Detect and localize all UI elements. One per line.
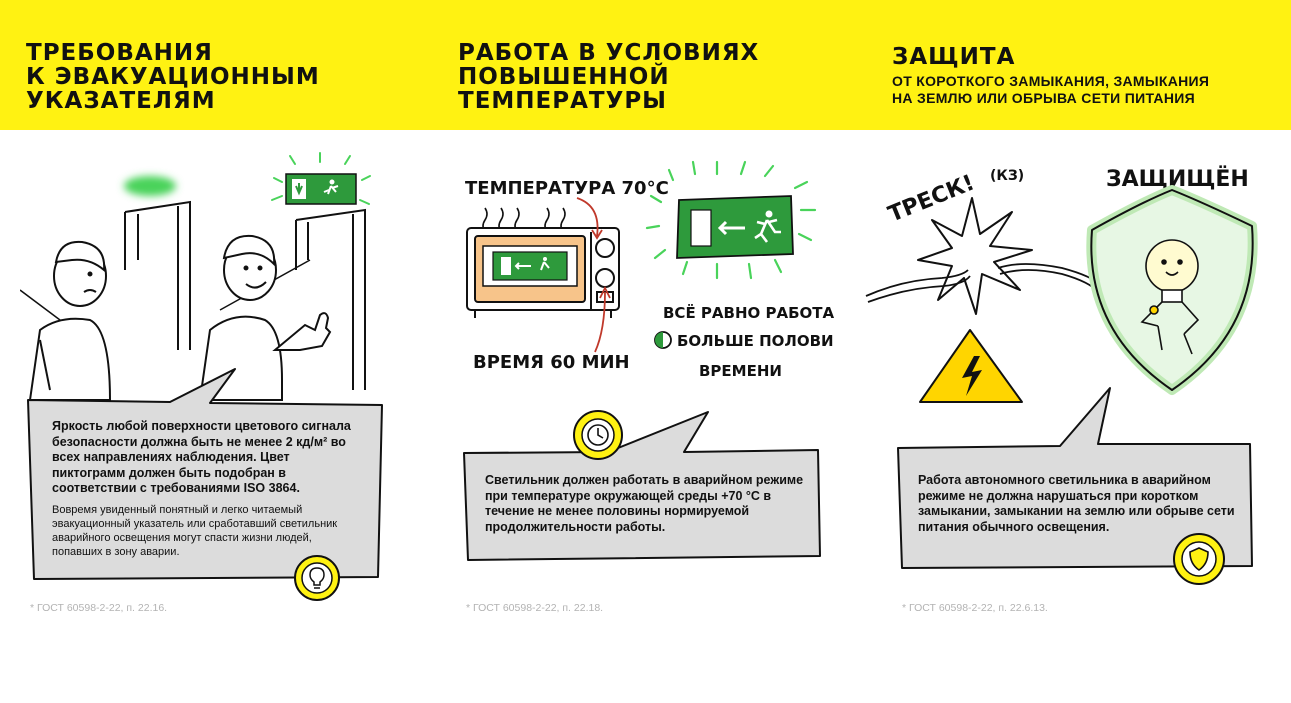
temperature-label: ТЕМПЕРАТУРА 70°С — [465, 178, 669, 199]
crack-label: ТРЕСК! — [885, 171, 978, 228]
of-time-label: ВРЕМЕНИ — [699, 362, 782, 380]
column-3-title: ЗАЩИТА — [892, 44, 1016, 70]
header-band — [0, 0, 1291, 130]
worried-person — [28, 240, 112, 401]
high-voltage-warning-icon — [919, 329, 1023, 403]
column-3-subtitle: ОТ КОРОТКОГО ЗАМЫКАНИЯ, ЗАМЫКАНИЯ НА ЗЕМ… — [892, 73, 1210, 106]
lamp-character — [1140, 239, 1200, 355]
left-doorway — [124, 200, 191, 350]
lightbulb-badge — [294, 555, 340, 601]
half-circle-icon — [654, 331, 672, 349]
clock-badge — [573, 410, 623, 460]
column-3-bubble-text: Работа автономного светильника в аварийн… — [918, 473, 1235, 534]
shield-badge — [1173, 533, 1225, 585]
column-2-title: РАБОТА В УСЛОВИЯХ ПОВЫШЕННОЙ ТЕМПЕРАТУРЫ — [458, 40, 760, 114]
column-3-speech-bubble — [897, 387, 1253, 569]
column-1-speech-bubble — [27, 368, 383, 580]
lightbulb-icon — [309, 567, 325, 589]
column-1-footnote: * ГОСТ 60598-2-22, п. 22.16. — [30, 602, 168, 614]
glowing-exit-sign-icon — [645, 160, 817, 280]
column-1-title: ТРЕБОВАНИЯ К ЭВАКУАЦИОННЫМ УКАЗАТЕЛЯМ — [26, 40, 320, 114]
time-label: ВРЕМЯ 60 МИН — [473, 352, 630, 373]
column-2-footnote: * ГОСТ 60598-2-22, п. 22.18. — [466, 602, 604, 614]
exit-sign-in-oven-icon — [492, 251, 568, 281]
kz-label: (КЗ) — [990, 168, 1024, 184]
spark-icon — [917, 197, 1033, 315]
dim-sign-glow — [124, 176, 176, 196]
column-1-bubble-text: Яркость любой поверхности цветового сигн… — [52, 419, 351, 558]
still-working-label: ВСЁ РАВНО РАБОТАЮ — [663, 303, 835, 322]
more-than-half-label: БОЛЬШЕ ПОЛОВИНЫ — [677, 332, 835, 350]
short-circuit-illustration: ТРЕСК! (КЗ) ЗАЩИЩЁН — [865, 166, 1258, 403]
clock-icon — [587, 424, 609, 446]
column-3-footnote: * ГОСТ 60598-2-22, п. 22.6.13. — [902, 602, 1048, 614]
shield-icon — [1189, 547, 1209, 571]
column-2-bubble-text: Светильник должен работать в аварийном р… — [485, 473, 804, 534]
right-doorway — [295, 208, 366, 390]
exit-sign-icon — [271, 152, 371, 205]
microwave-illustration: ТЕМПЕРАТУРА 70°С ВРЕМЯ 60 МИН — [465, 160, 835, 380]
column-2-speech-bubble — [463, 411, 821, 561]
